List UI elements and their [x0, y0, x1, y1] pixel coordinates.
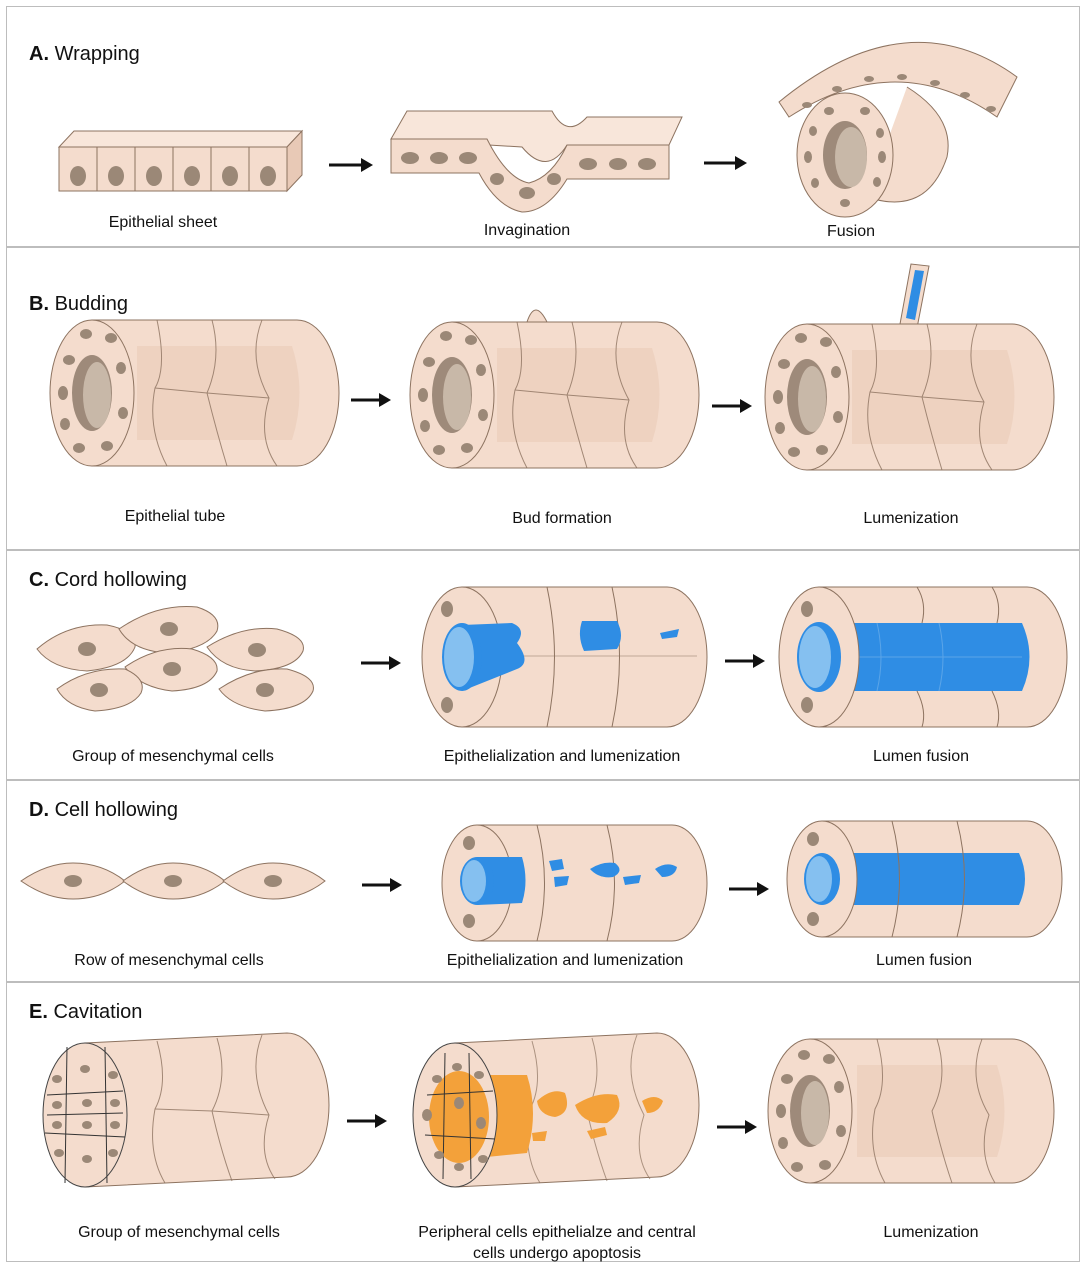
tube-with-bud: [410, 310, 699, 468]
arrow-icon: [704, 156, 747, 170]
panel-cell-hollowing: D. Cell hollowing R: [6, 780, 1080, 982]
caption: Lumen fusion: [761, 746, 1081, 767]
caption: Epithelial sheet: [3, 212, 323, 233]
caption: Epithelialization and lumenization: [405, 950, 725, 971]
caption: Peripheral cells epithelialze and centra…: [407, 1222, 707, 1264]
epithelialized-cord: [422, 587, 707, 727]
caption: Bud formation: [402, 508, 722, 529]
mesenchymal-cell-group: [37, 606, 313, 711]
caption: Lumenization: [771, 1222, 1083, 1243]
epithelial-tube: [50, 320, 339, 466]
lumenized-tube: [768, 1039, 1054, 1183]
panel-wrapping: A. Wrapping Epithelial sheet I: [6, 6, 1080, 247]
panel-cord-hollowing: C. Cord hollowing: [6, 550, 1080, 780]
fused-lumen-tube: [779, 587, 1067, 727]
epithelialized-cell-row: [442, 825, 707, 941]
panel-cavitation: E. Cavitation Group: [6, 982, 1080, 1262]
arrow-icon: [347, 1114, 387, 1128]
caption: Epithelial tube: [15, 506, 335, 527]
caption: Group of mesenchymal cells: [13, 746, 333, 767]
invaginating-sheet: [391, 111, 682, 212]
caption: Row of mesenchymal cells: [9, 950, 329, 971]
arrow-icon: [362, 878, 402, 892]
caption: Group of mesenchymal cells: [19, 1222, 339, 1243]
arrow-icon: [351, 393, 391, 407]
arrow-icon: [729, 882, 769, 896]
fused-lumen-row: [787, 821, 1062, 937]
fused-tube: [779, 42, 1017, 217]
arrow-icon: [712, 399, 752, 413]
caption: Fusion: [691, 221, 1011, 242]
arrow-icon: [717, 1120, 757, 1134]
tube-with-lumenized-bud: [765, 264, 1054, 470]
arrow-icon: [361, 656, 401, 670]
cavitating-tube: [413, 1033, 699, 1187]
mesenchymal-cell-mass: [43, 1033, 329, 1187]
arrow-icon: [725, 654, 765, 668]
caption: Epithelialization and lumenization: [402, 746, 722, 767]
caption: Lumenization: [751, 508, 1071, 529]
panel-budding: B. Budding: [6, 247, 1080, 550]
cavitation-illustration: [7, 983, 1081, 1263]
caption: Invagination: [367, 220, 687, 241]
caption: Lumen fusion: [764, 950, 1083, 971]
mesenchymal-cell-row: [21, 863, 325, 899]
arrow-icon: [329, 158, 373, 172]
epithelial-sheet: [59, 131, 302, 191]
